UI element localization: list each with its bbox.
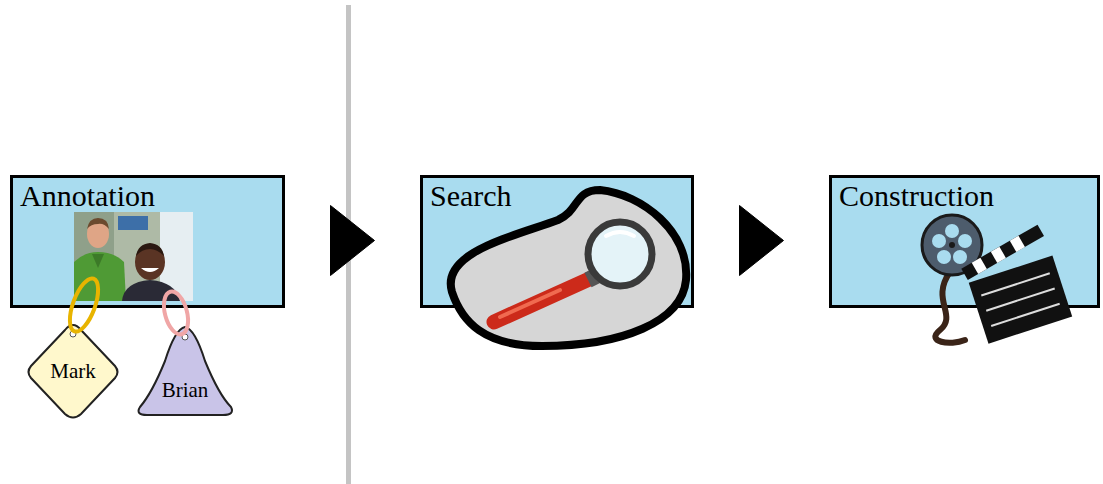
tag-label: Brian <box>162 378 209 402</box>
tag-outline <box>135 323 235 417</box>
stage-title: Annotation <box>20 179 155 213</box>
magnifier-icon <box>451 190 687 346</box>
stage-title: Search <box>430 179 512 213</box>
tag-ring <box>160 289 193 337</box>
tag-label: Mark <box>50 359 96 383</box>
name-tag: Mark <box>25 322 121 420</box>
tag-ring <box>64 275 104 335</box>
stage-title: Construction <box>839 179 994 213</box>
flow-arrow <box>331 206 375 276</box>
flow-arrow <box>740 206 784 276</box>
name-tag: Brian <box>135 323 235 417</box>
photo <box>74 212 193 301</box>
tag-shape <box>139 327 232 415</box>
film-icon <box>922 215 1072 344</box>
tag-shape <box>29 325 118 418</box>
